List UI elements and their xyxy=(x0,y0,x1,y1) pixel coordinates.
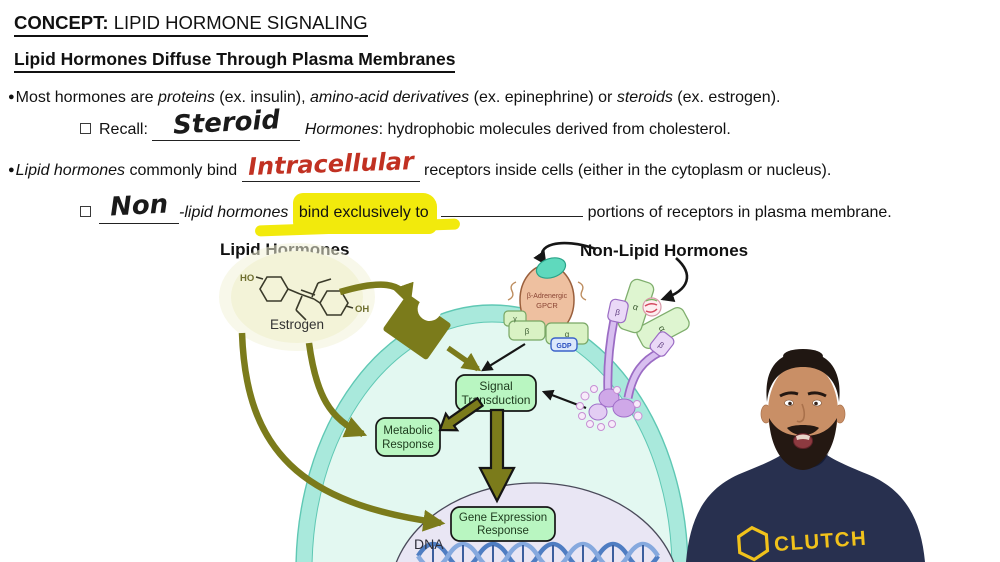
fill-in-blank-empty xyxy=(441,197,584,217)
handwritten-non: Non xyxy=(109,189,169,223)
dna-helix xyxy=(416,541,660,562)
arrow-estrogen-to-metabolic xyxy=(305,342,368,438)
bullet-icon: ● xyxy=(8,164,15,176)
gdp-label: GDP xyxy=(556,343,572,350)
eyebrow-right xyxy=(807,391,827,398)
concept-header: CONCEPT: LIPID HORMONE SIGNALING xyxy=(14,12,368,37)
nonlipid-hormones-title: Non-Lipid Hormones xyxy=(580,241,748,260)
metabolic-line1: Metabolic xyxy=(383,425,432,437)
signal-line1: Signal xyxy=(479,379,512,393)
fill-in-blank-steroid: Steroid xyxy=(152,105,301,141)
checkbox-icon xyxy=(80,206,91,217)
subtitle-header: Lipid Hormones Diffuse Through Plasma Me… xyxy=(14,49,456,73)
line2-seg1: : hydrophobic molecules derived from cho… xyxy=(378,121,731,138)
line3-seg1: commonly bind xyxy=(125,162,242,179)
insulin-receptor: α β α β xyxy=(576,278,690,431)
teeth xyxy=(796,434,810,440)
ho-label: HO xyxy=(240,273,254,284)
highlighted-text: bind exclusively to xyxy=(292,193,437,234)
g-alpha-label: α xyxy=(565,330,570,339)
line2-label: Recall: xyxy=(99,121,153,138)
arrow-signal-to-gene xyxy=(478,408,516,504)
gpcr-label1: β-Adrenergic xyxy=(527,293,568,300)
ligand-epinephrine xyxy=(535,257,567,279)
line1-seg4: (ex. estrogen). xyxy=(672,89,781,106)
lipid-pathway-arrows xyxy=(238,281,482,532)
line4-seg1: portions of receptors in plasma membrane… xyxy=(583,204,892,221)
dna-label: DNA xyxy=(414,536,444,552)
subtitle-text: Lipid Hormones Diffuse Through Plasma Me… xyxy=(14,49,456,73)
estrogen-label: Estrogen xyxy=(270,317,324,332)
beta1-label: β xyxy=(614,308,621,318)
lipid-receptor xyxy=(383,294,451,360)
instructor: CLUTCH xyxy=(686,349,925,562)
gene-line1: Gene Expression xyxy=(459,512,547,524)
beta-adrenergic-gpcr: β-Adrenergic GPCR γ β α GDP xyxy=(503,257,589,352)
arrow-signal-to-metabolic xyxy=(438,396,485,432)
mustache xyxy=(787,425,819,435)
handwritten-steroid: Steroid xyxy=(172,105,281,141)
line1-italic2: amino-acid derivatives xyxy=(310,89,470,106)
g-beta-label: β xyxy=(525,327,530,336)
hair xyxy=(766,352,840,402)
estrogen-molecule: HO OH Estrogen xyxy=(219,243,375,351)
arrow-estrogen-to-receptor xyxy=(339,281,414,307)
concept-label: CONCEPT: xyxy=(14,12,109,33)
sub-line-nonlipid-hormones: Non -lipid hormones bind exclusively to p… xyxy=(80,189,892,234)
arrow-label-to-insulin xyxy=(660,257,689,302)
bullet-icon: ● xyxy=(8,91,15,103)
gpcr-label2: GPCR xyxy=(536,301,558,310)
hair-top xyxy=(783,349,823,363)
line2-italic1: Hormones xyxy=(300,121,379,138)
metabolic-response-box: Metabolic Response xyxy=(375,417,441,457)
fill-in-blank-non: Non xyxy=(99,189,179,224)
line4-italic1: -lipid hormones xyxy=(179,204,293,221)
ligand-insulin xyxy=(642,297,662,317)
gene-line2: Response xyxy=(477,525,529,537)
line3-seg2: receptors inside cells (either in the cy… xyxy=(419,162,832,179)
g-gamma-label: γ xyxy=(513,316,517,323)
alpha1-label: α xyxy=(632,301,640,312)
g-protein: γ β α GDP xyxy=(503,310,589,352)
alpha2-label: α xyxy=(656,324,667,333)
eyebrow-left xyxy=(779,391,799,398)
line1-seg2: (ex. insulin), xyxy=(214,89,310,106)
arrow-receptor-to-signal xyxy=(446,345,482,372)
checkbox-icon xyxy=(80,123,91,134)
line3-italic1: Lipid hormones xyxy=(15,162,126,179)
hexagon-logo-icon xyxy=(736,525,770,562)
sub-line-recall-steroid: Recall: Steroid Hormones: hydrophobic mo… xyxy=(80,105,731,141)
bullet-line-hormone-types: ●Most hormones are proteins (ex. insulin… xyxy=(8,89,780,107)
line1-italic1: proteins xyxy=(157,89,215,106)
gene-expression-box: Gene Expression Response xyxy=(450,506,556,542)
arrow-estrogen-to-gene xyxy=(238,332,446,532)
oh-label: OH xyxy=(355,304,369,315)
bullet-line-lipid-hormones: ●Lipid hormones commonly bind Intracellu… xyxy=(8,147,832,182)
nose xyxy=(796,403,806,423)
beta2-label: β xyxy=(656,340,665,350)
arrow-label-to-gpcr xyxy=(533,241,597,266)
fill-in-blank-intracellular: Intracellular xyxy=(241,147,420,182)
tyrosine-kinase-domain xyxy=(576,385,643,431)
arrow-gpcr-to-signal xyxy=(481,343,526,372)
metabolic-line2: Response xyxy=(382,439,434,451)
line1-seg3: (ex. epinephrine) or xyxy=(469,89,617,106)
concept-title: LIPID HORMONE SIGNALING xyxy=(108,12,368,33)
handwritten-intracellular: Intracellular xyxy=(247,147,414,181)
line1-seg1: Most hormones are xyxy=(15,89,158,106)
line1-italic3: steroids xyxy=(616,89,673,106)
